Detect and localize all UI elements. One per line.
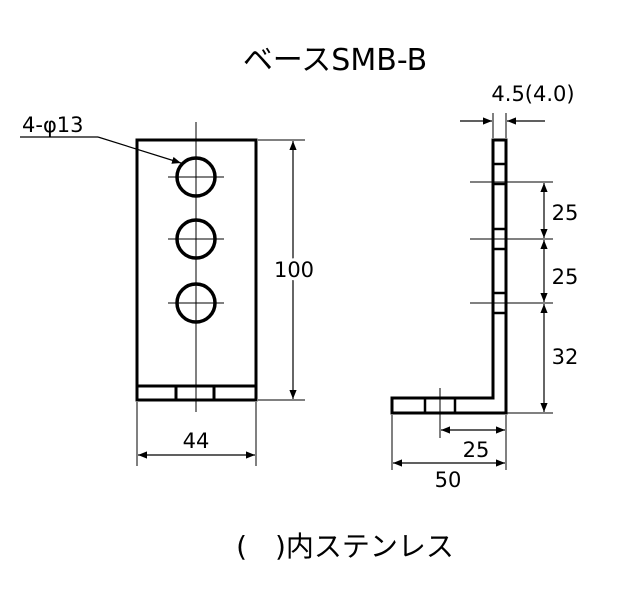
hole-leader-arrow	[97, 136, 182, 164]
base-hole-offset-label: 25	[463, 438, 490, 462]
material-note: ( )内ステンレス	[236, 530, 454, 563]
front-hole-middle	[168, 218, 224, 260]
side-base-hole-marks	[423, 398, 457, 413]
front-hole-bottom	[168, 282, 224, 324]
drawing-title: ベースSMB-B	[243, 43, 427, 78]
base-length-label: 50	[435, 468, 462, 492]
front-view: 4-φ13 100 44	[20, 113, 317, 466]
hole-callout-label: 4-φ13	[22, 113, 84, 137]
height-dimension-label: 100	[274, 258, 314, 282]
bottom-offset-label: 32	[552, 345, 579, 369]
side-vertical-hole-marks	[493, 162, 506, 315]
side-hole-centerlines	[439, 181, 553, 438]
side-view: 4.5(4.0) 25 25 32 25 50	[390, 82, 579, 492]
pitch-upper-label: 25	[552, 201, 579, 225]
front-hole-top	[168, 156, 224, 198]
width-dimension-label: 44	[183, 429, 210, 453]
thickness-dimension-label: 4.5(4.0)	[491, 82, 574, 106]
side-profile-outline	[390, 138, 508, 415]
pitch-middle-label: 25	[552, 265, 579, 289]
